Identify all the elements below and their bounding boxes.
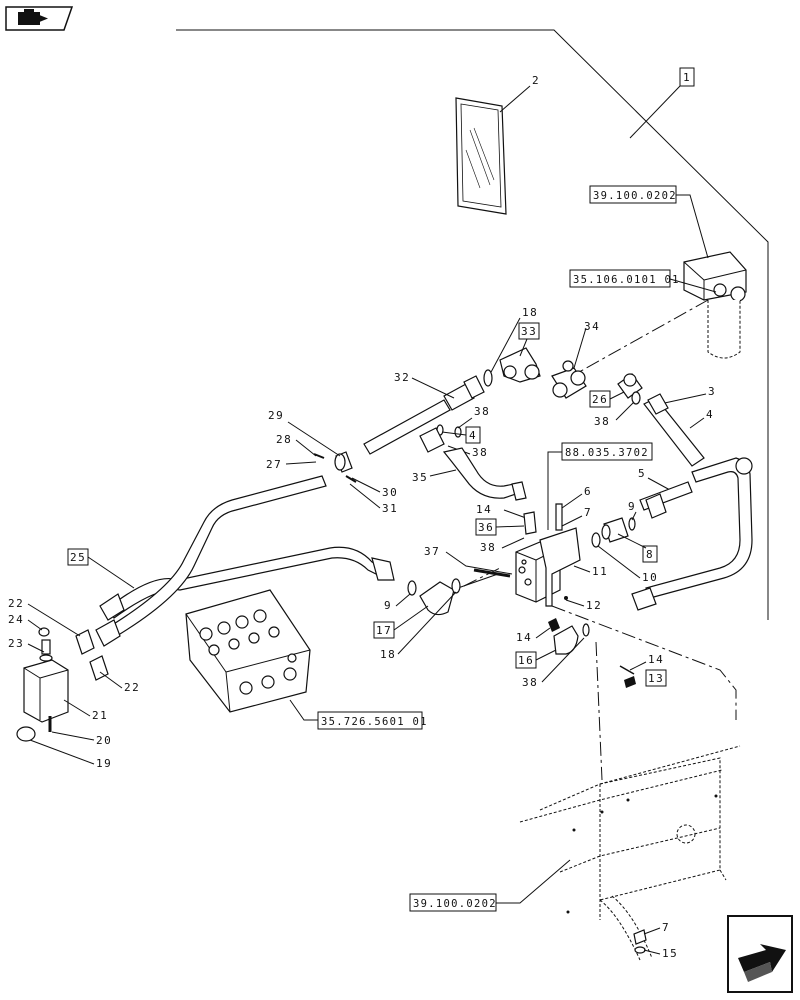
callout-38b: 38 [472,446,488,459]
callout-37: 37 [424,545,440,558]
box-label-25: 25 [70,551,86,564]
callout-10: 10 [642,571,658,584]
fitting-26 [617,373,643,405]
elbow-16 [548,618,590,655]
fitting-8 [601,517,636,543]
bracket-21 [23,627,69,723]
control-valve [185,589,311,713]
ref-frame: 39.100.0202 [413,898,497,910]
box-label-36: 36 [478,521,494,534]
callout-2: 2 [532,74,540,87]
callout-28: 28 [276,433,292,446]
box-label-13: 13 [648,672,664,685]
ref-filter-top: 39.100.0202 [593,190,677,202]
callout-22: 22 [8,597,24,610]
box-label-8: 8 [646,548,654,561]
hose-4 [643,393,705,467]
callout-9b: 9 [384,599,392,612]
callout-4: 4 [706,408,714,421]
elbow-17 [419,578,461,616]
callout-3: 3 [708,385,716,398]
folder-arrow-icon[interactable] [5,6,74,31]
callout-23: 23 [8,637,24,650]
callout-34: 34 [584,320,600,333]
hoses-25 [95,475,395,647]
callout-21: 21 [92,709,108,722]
ref-filter: 35.106.0101 01 [573,274,680,286]
frame-section [519,745,741,961]
hose-35 [442,447,527,501]
hose-32 [363,375,485,455]
callout-7b: 7 [662,921,670,934]
callout-20: 20 [96,734,112,747]
callout-38e: 38 [522,676,538,689]
callout-15: 15 [662,947,678,960]
callout-32: 32 [394,371,410,384]
callout-7: 7 [584,506,592,519]
callout-29: 29 [268,409,284,422]
callout-5: 5 [638,467,646,480]
box-label-16: 16 [518,654,534,667]
manual-book [455,97,507,215]
hose-loop-right [631,457,753,611]
box-label-33: 33 [521,325,537,338]
box-label-1: 1 [683,71,691,84]
ref-bracket: 88.035.3702 [565,447,649,459]
filter-assembly [683,251,747,359]
callout-11: 11 [592,565,608,578]
callout-31: 31 [382,502,398,515]
callout-30: 30 [382,486,398,499]
ref-valve: 35.726.5601 01 [321,716,428,728]
clamp-29 [334,451,353,473]
callout-38: 38 [474,405,490,418]
elbow-33 [499,347,541,383]
callout-18b: 18 [380,648,396,661]
box-label-17: 17 [376,624,392,637]
callout-27: 27 [266,458,282,471]
callout-14b: 14 [516,631,532,644]
callout-14c: 14 [648,653,664,666]
next-page-arrow-icon[interactable] [727,915,793,993]
callout-19: 19 [96,757,112,770]
callout-35: 35 [412,471,428,484]
callout-22b: 22 [124,681,140,694]
callout-18: 18 [522,306,538,319]
callout-14: 14 [476,503,492,516]
callout-38c: 38 [594,415,610,428]
bracket-11 [539,527,581,607]
box-label-4: 4 [469,429,477,442]
callout-38d: 38 [480,541,496,554]
callout-24: 24 [8,613,24,626]
tee-fitting [551,360,587,399]
callout-12: 12 [586,599,602,612]
box-label-26: 26 [592,393,608,406]
callout-6: 6 [584,485,592,498]
callout-9: 9 [628,500,636,513]
